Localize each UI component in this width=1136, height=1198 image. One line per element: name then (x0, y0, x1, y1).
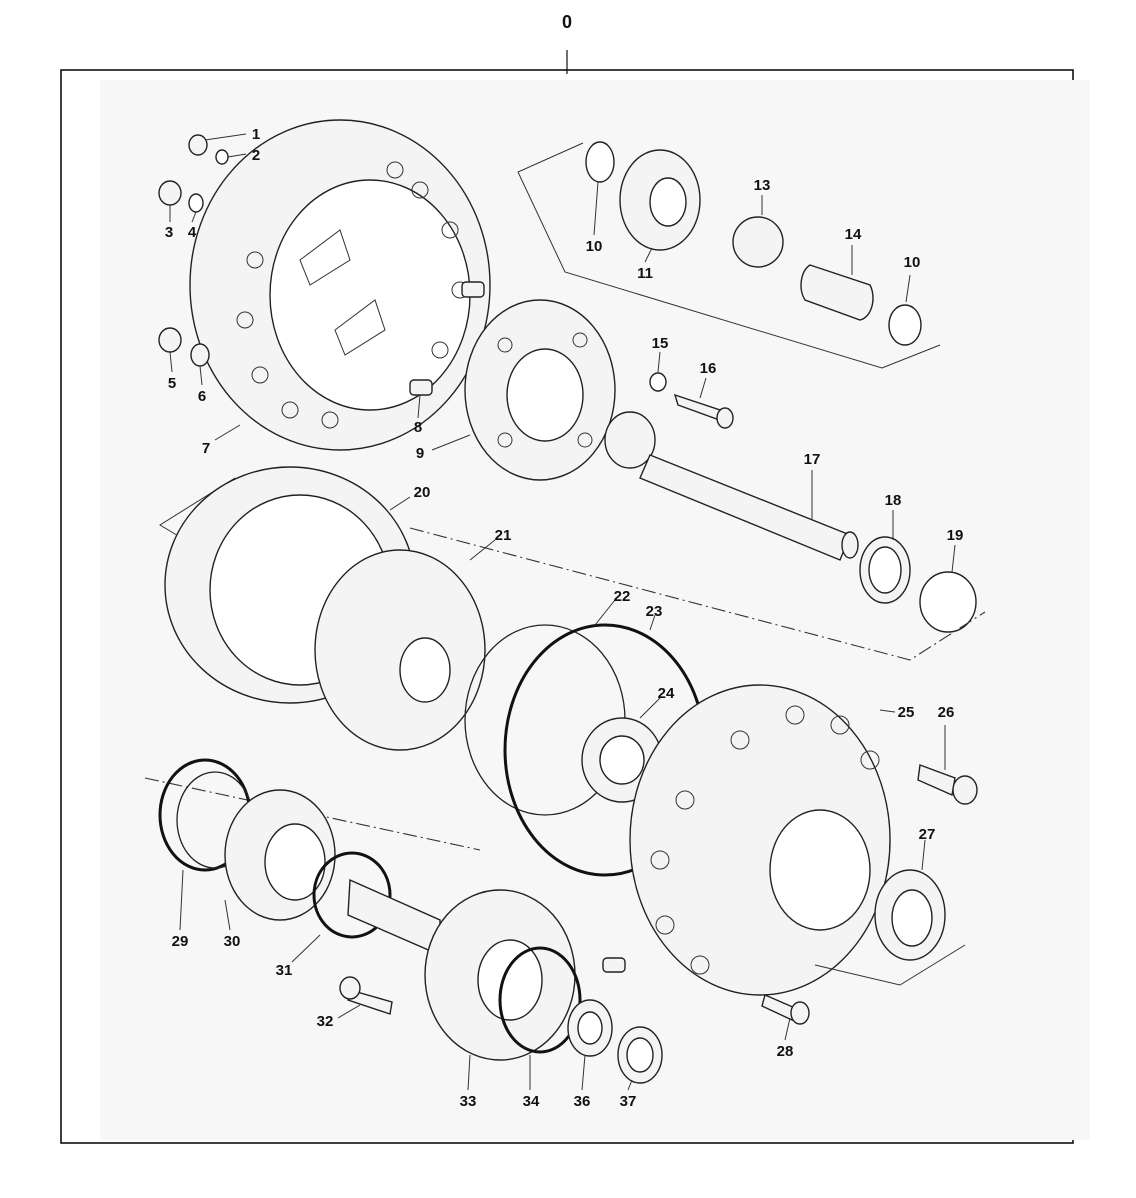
part-21-ring-gear-hub (314, 549, 486, 751)
part-36-washer (567, 999, 613, 1057)
axis-line-middle (409, 527, 986, 661)
callout-32: 32 (317, 1013, 334, 1030)
part-35-dowel-pin (602, 957, 626, 973)
callout-9: 9 (416, 445, 424, 462)
callout-18: 18 (885, 492, 902, 509)
group-outline-hub (814, 944, 966, 986)
part-31-o-ring (312, 851, 392, 939)
part-27-bearing (874, 869, 946, 961)
callout-labels: 1 2 3 4 5 6 7 8 9 10 10 11 13 14 15 16 1… (165, 126, 964, 1110)
part-14-planet-pin (800, 264, 874, 321)
part-32-bolt (339, 976, 393, 1015)
part-26-wheel-stud (917, 764, 978, 805)
part-1-screw (188, 134, 208, 156)
part-13-needle-bearing (732, 216, 784, 268)
part-18-lock-nut (859, 536, 911, 604)
callout-30: 30 (224, 933, 241, 950)
callout-22: 22 (614, 588, 631, 605)
part-5-nut (158, 327, 182, 353)
part-20-ring-gear (164, 466, 416, 704)
leader-lines (169, 133, 956, 1091)
part-9-planet-carrier (464, 299, 616, 481)
callout-24: 24 (658, 685, 675, 702)
callout-15: 15 (652, 335, 669, 352)
callout-20: 20 (414, 484, 431, 501)
part-25-wheel-hub (629, 684, 891, 996)
callout-10-right: 10 (904, 254, 921, 271)
callout-21: 21 (495, 527, 512, 544)
callout-1: 1 (252, 126, 260, 143)
callout-23: 23 (646, 603, 663, 620)
part-34-o-ring (498, 946, 582, 1054)
callout-6: 6 (198, 388, 206, 405)
part-15-washer (649, 372, 667, 392)
callout-29: 29 (172, 933, 189, 950)
callout-33: 33 (460, 1093, 477, 1110)
callout-25: 25 (898, 704, 915, 721)
part-11-planet-gear (619, 149, 701, 251)
callout-27: 27 (919, 826, 936, 843)
part-30-seal-ring (224, 789, 336, 921)
callout-17: 17 (804, 451, 821, 468)
part-33-output-shaft-flange (347, 878, 576, 1061)
callout-16: 16 (700, 360, 717, 377)
callout-4: 4 (188, 224, 197, 241)
part-8-pin (409, 281, 485, 396)
part-28-bolt (761, 994, 810, 1025)
callout-19: 19 (947, 527, 964, 544)
part-3-nut (158, 180, 182, 206)
callout-37: 37 (620, 1093, 637, 1110)
callout-28: 28 (777, 1043, 794, 1060)
callout-10-left: 10 (586, 238, 603, 255)
assembly-number-label: 0 (562, 12, 572, 32)
part-16-bolt (673, 393, 734, 429)
callout-36: 36 (574, 1093, 591, 1110)
callout-8: 8 (414, 419, 422, 436)
callout-3: 3 (165, 224, 173, 241)
callout-26: 26 (938, 704, 955, 721)
part-10-thrust-washer (585, 141, 922, 346)
part-17-sun-shaft (604, 411, 859, 561)
callout-7: 7 (202, 440, 210, 457)
part-7-flange (189, 119, 491, 451)
callout-34: 34 (523, 1093, 540, 1110)
part-4-washer (188, 193, 204, 213)
part-37-washer (617, 1026, 663, 1084)
callout-13: 13 (754, 177, 771, 194)
group-outline-top (517, 142, 941, 369)
part-19-snap-ring (919, 571, 977, 633)
callout-5: 5 (168, 375, 176, 392)
part-2-washer (215, 149, 229, 165)
callout-2: 2 (252, 147, 260, 164)
callout-11: 11 (637, 265, 653, 282)
part-6-cap (190, 343, 210, 367)
callout-31: 31 (276, 962, 293, 979)
callout-14: 14 (845, 226, 862, 243)
